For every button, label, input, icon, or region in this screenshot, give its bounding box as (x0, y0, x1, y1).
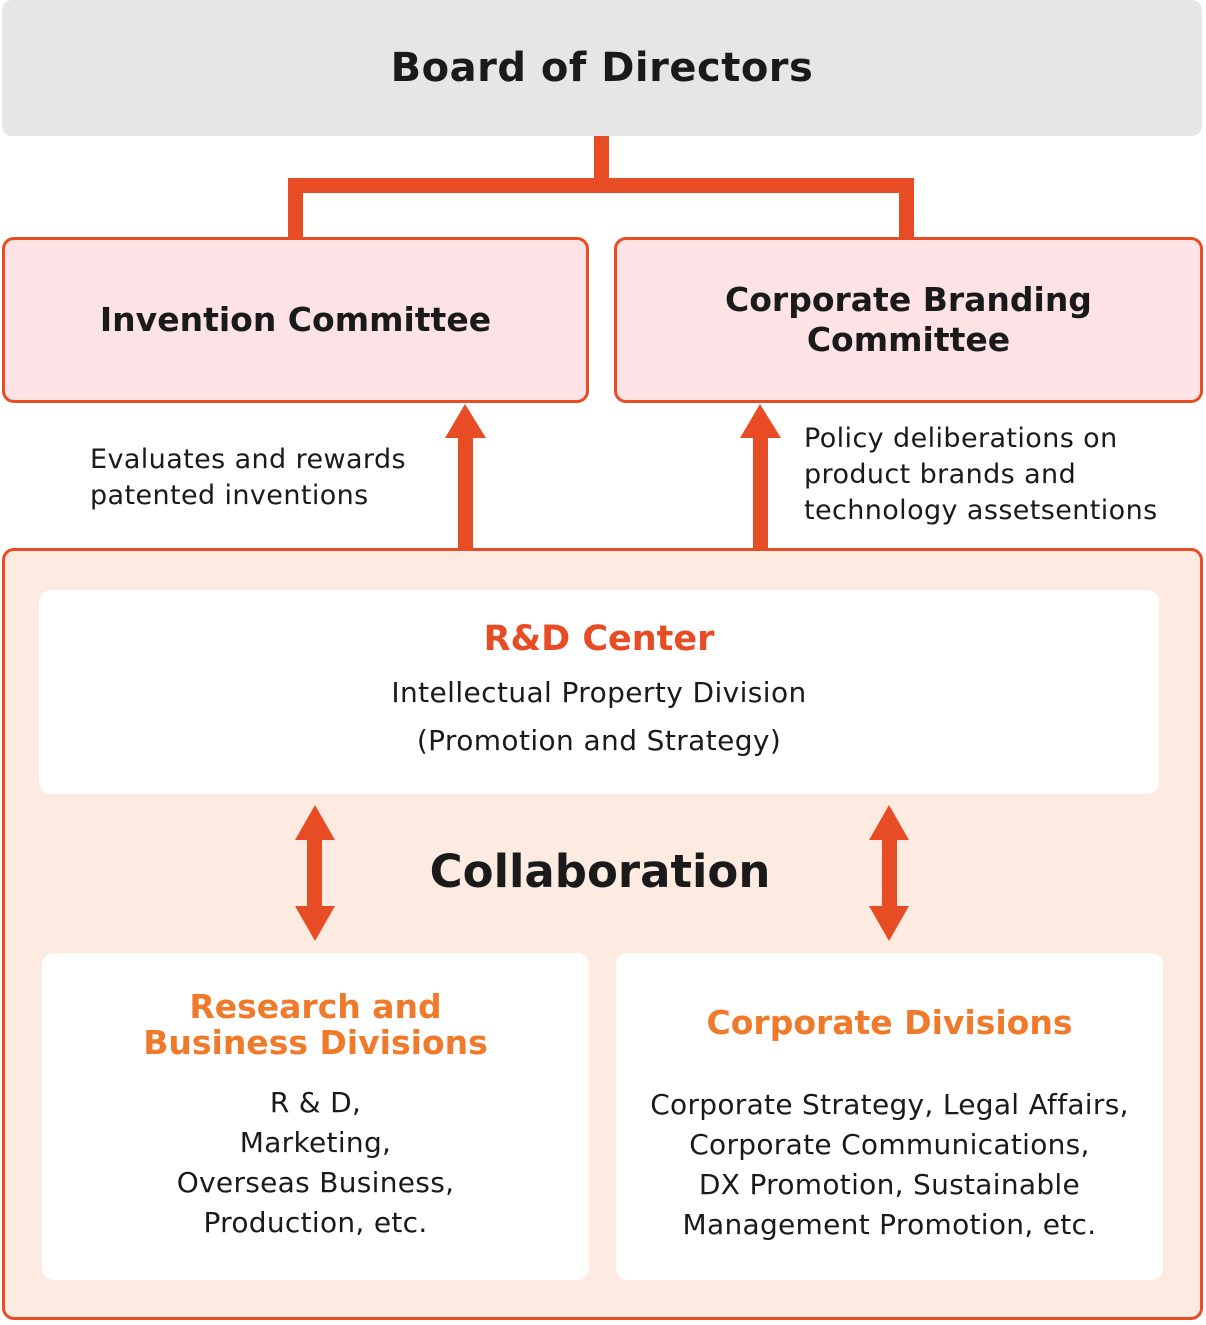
board-title: Board of Directors (390, 45, 814, 91)
invention-arrow-head (445, 404, 486, 438)
corporate-line-3: DX Promotion, Sustainable (698, 1168, 1081, 1201)
branding-note: Policy deliberations on product brands a… (804, 423, 1158, 526)
collaboration-label: Collaboration (429, 844, 771, 898)
board-of-directors-box: Board of Directors (2, 0, 1202, 136)
board-connector-stem (594, 136, 609, 180)
left-collab-arrow-shaft (307, 836, 322, 910)
research-line-4: Production, etc. (203, 1206, 428, 1239)
invention-arrow-shaft (458, 435, 473, 550)
research-line-3: Overseas Business, (176, 1166, 455, 1199)
research-line-2: Marketing, (239, 1126, 392, 1159)
branding-committee-title-line-1: Corporate Branding (725, 280, 1092, 319)
right-collab-arrow-shaft (882, 836, 897, 910)
research-divisions-title: Research and Business Divisions (143, 987, 488, 1062)
invention-note: Evaluates and rewards patented invention… (90, 444, 406, 511)
committee-connector-bar (288, 178, 914, 193)
rd-center-line-2: (Promotion and Strategy) (416, 724, 782, 757)
right-collab-arrow-down-head (869, 906, 909, 941)
connector-right-drop (899, 178, 914, 239)
corporate-divisions-title: Corporate Divisions (706, 1003, 1073, 1042)
branding-arrow-shaft (753, 435, 768, 550)
connector-left-drop (288, 178, 303, 239)
left-collab-arrow-down-head (295, 906, 335, 941)
rd-center-line-1: Intellectual Property Division (391, 676, 807, 709)
corporate-line-2: Corporate Communications, (689, 1128, 1090, 1161)
research-business-divisions-box: Research and Business Divisions R & D, M… (42, 953, 589, 1280)
rd-center-box: R&D Center Intellectual Property Divisio… (39, 590, 1159, 794)
branding-committee-title-line-2: Committee (806, 320, 1011, 359)
right-collab-arrow-up-head (869, 805, 909, 840)
corporate-divisions-box: Corporate Divisions Corporate Strategy, … (616, 953, 1163, 1280)
left-collab-arrow-up-head (295, 805, 335, 840)
invention-committee-title: Invention Committee (99, 300, 492, 339)
branding-arrow-head (740, 404, 781, 438)
corporate-line-1: Corporate Strategy, Legal Affairs, (650, 1088, 1129, 1121)
invention-committee-box: Invention Committee (2, 237, 589, 403)
corporate-line-4: Management Promotion, etc. (682, 1208, 1097, 1241)
research-line-1: R & D, (269, 1086, 362, 1119)
rd-center-title: R&D Center (483, 619, 715, 659)
